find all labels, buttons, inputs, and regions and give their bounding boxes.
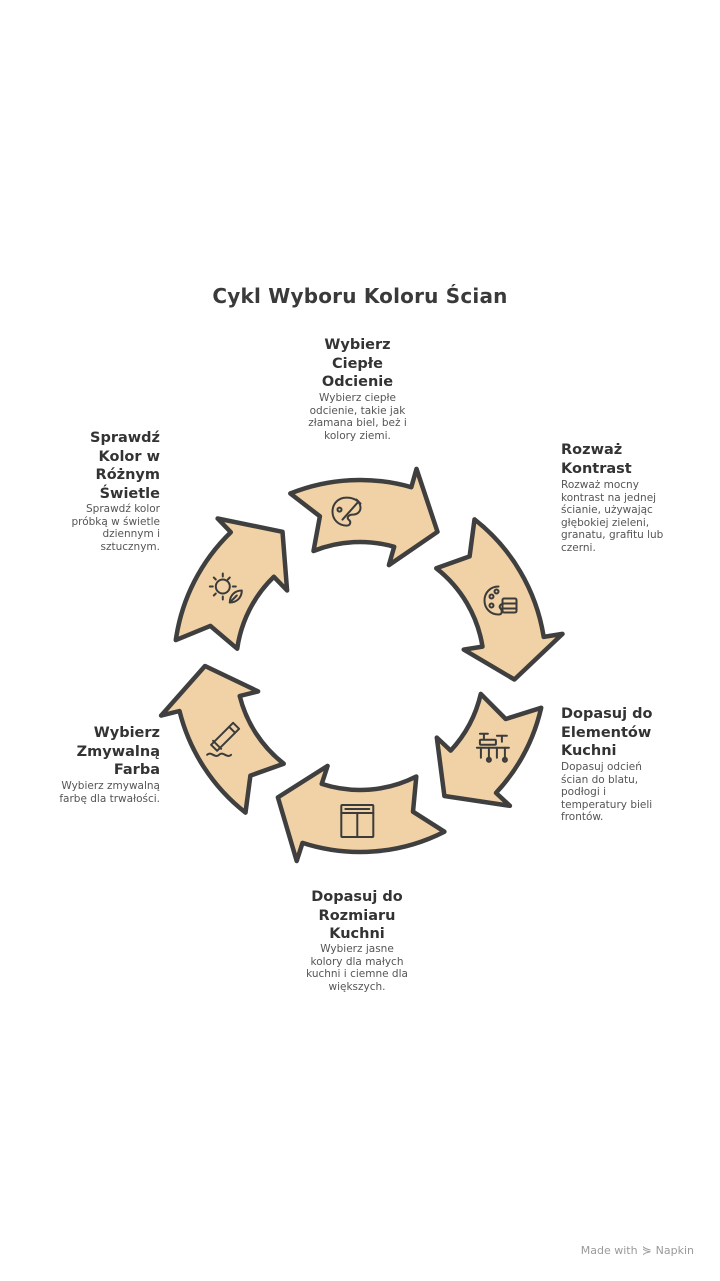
- cycle-arrow-light: [173, 516, 290, 651]
- step-warm-heading: Wybierz Ciepłe Odcienie: [321, 337, 394, 390]
- cycle-arrow-washable: [158, 663, 286, 815]
- step-light-description: Sprawdź kolor próbką w świetle dziennym …: [71, 503, 160, 553]
- made-with-label: Made with: [580, 1243, 638, 1257]
- step-contrast-description: Rozważ mocny kontrast na jednej ścianie,…: [561, 479, 664, 554]
- paint-palette-brush-icon: [331, 496, 362, 527]
- step-size-description: Wybierz jasne kolory dla małych kuchni i…: [306, 943, 408, 993]
- page-title: Cykl Wyboru Koloru Ścian: [212, 284, 508, 308]
- cycle-ring: [158, 466, 565, 864]
- sun-leaf-icon: [208, 572, 243, 604]
- kitchen-utensils-icon: [475, 732, 510, 763]
- cycle-arrow-contrast: [434, 517, 565, 682]
- napkin-brand-label: Napkin: [655, 1243, 694, 1257]
- window-frame-icon: [340, 804, 375, 838]
- step-elements-description: Dopasuj odcień ścian do blatu, podłogi i…: [561, 761, 653, 824]
- napkin-logo-icon: ⋟: [641, 1243, 652, 1257]
- step-elements-heading: Dopasuj do Elementów Kuchni: [561, 706, 653, 759]
- made-with-napkin-footer: Made with ⋟ Napkin: [581, 1243, 694, 1257]
- palette-swatch-icon: [483, 585, 518, 616]
- cycle-arrow-warm: [288, 466, 440, 568]
- cycle-icons: [206, 496, 518, 838]
- step-washable-description: Wybierz zmywalną farbę dla trwałości.: [59, 780, 160, 805]
- step-washable-heading: Wybierz Zmywalną Farba: [76, 725, 160, 778]
- step-contrast-heading: Rozważ Kontrast: [561, 442, 632, 477]
- step-light-heading: Sprawdź Kolor w Różnym Świetle: [90, 430, 160, 502]
- paint-tube-icon: [206, 721, 241, 757]
- step-warm-description: Wybierz ciepłe odcienie, takie jak złama…: [308, 392, 407, 442]
- step-size-heading: Dopasuj do Rozmiaru Kuchni: [311, 889, 403, 942]
